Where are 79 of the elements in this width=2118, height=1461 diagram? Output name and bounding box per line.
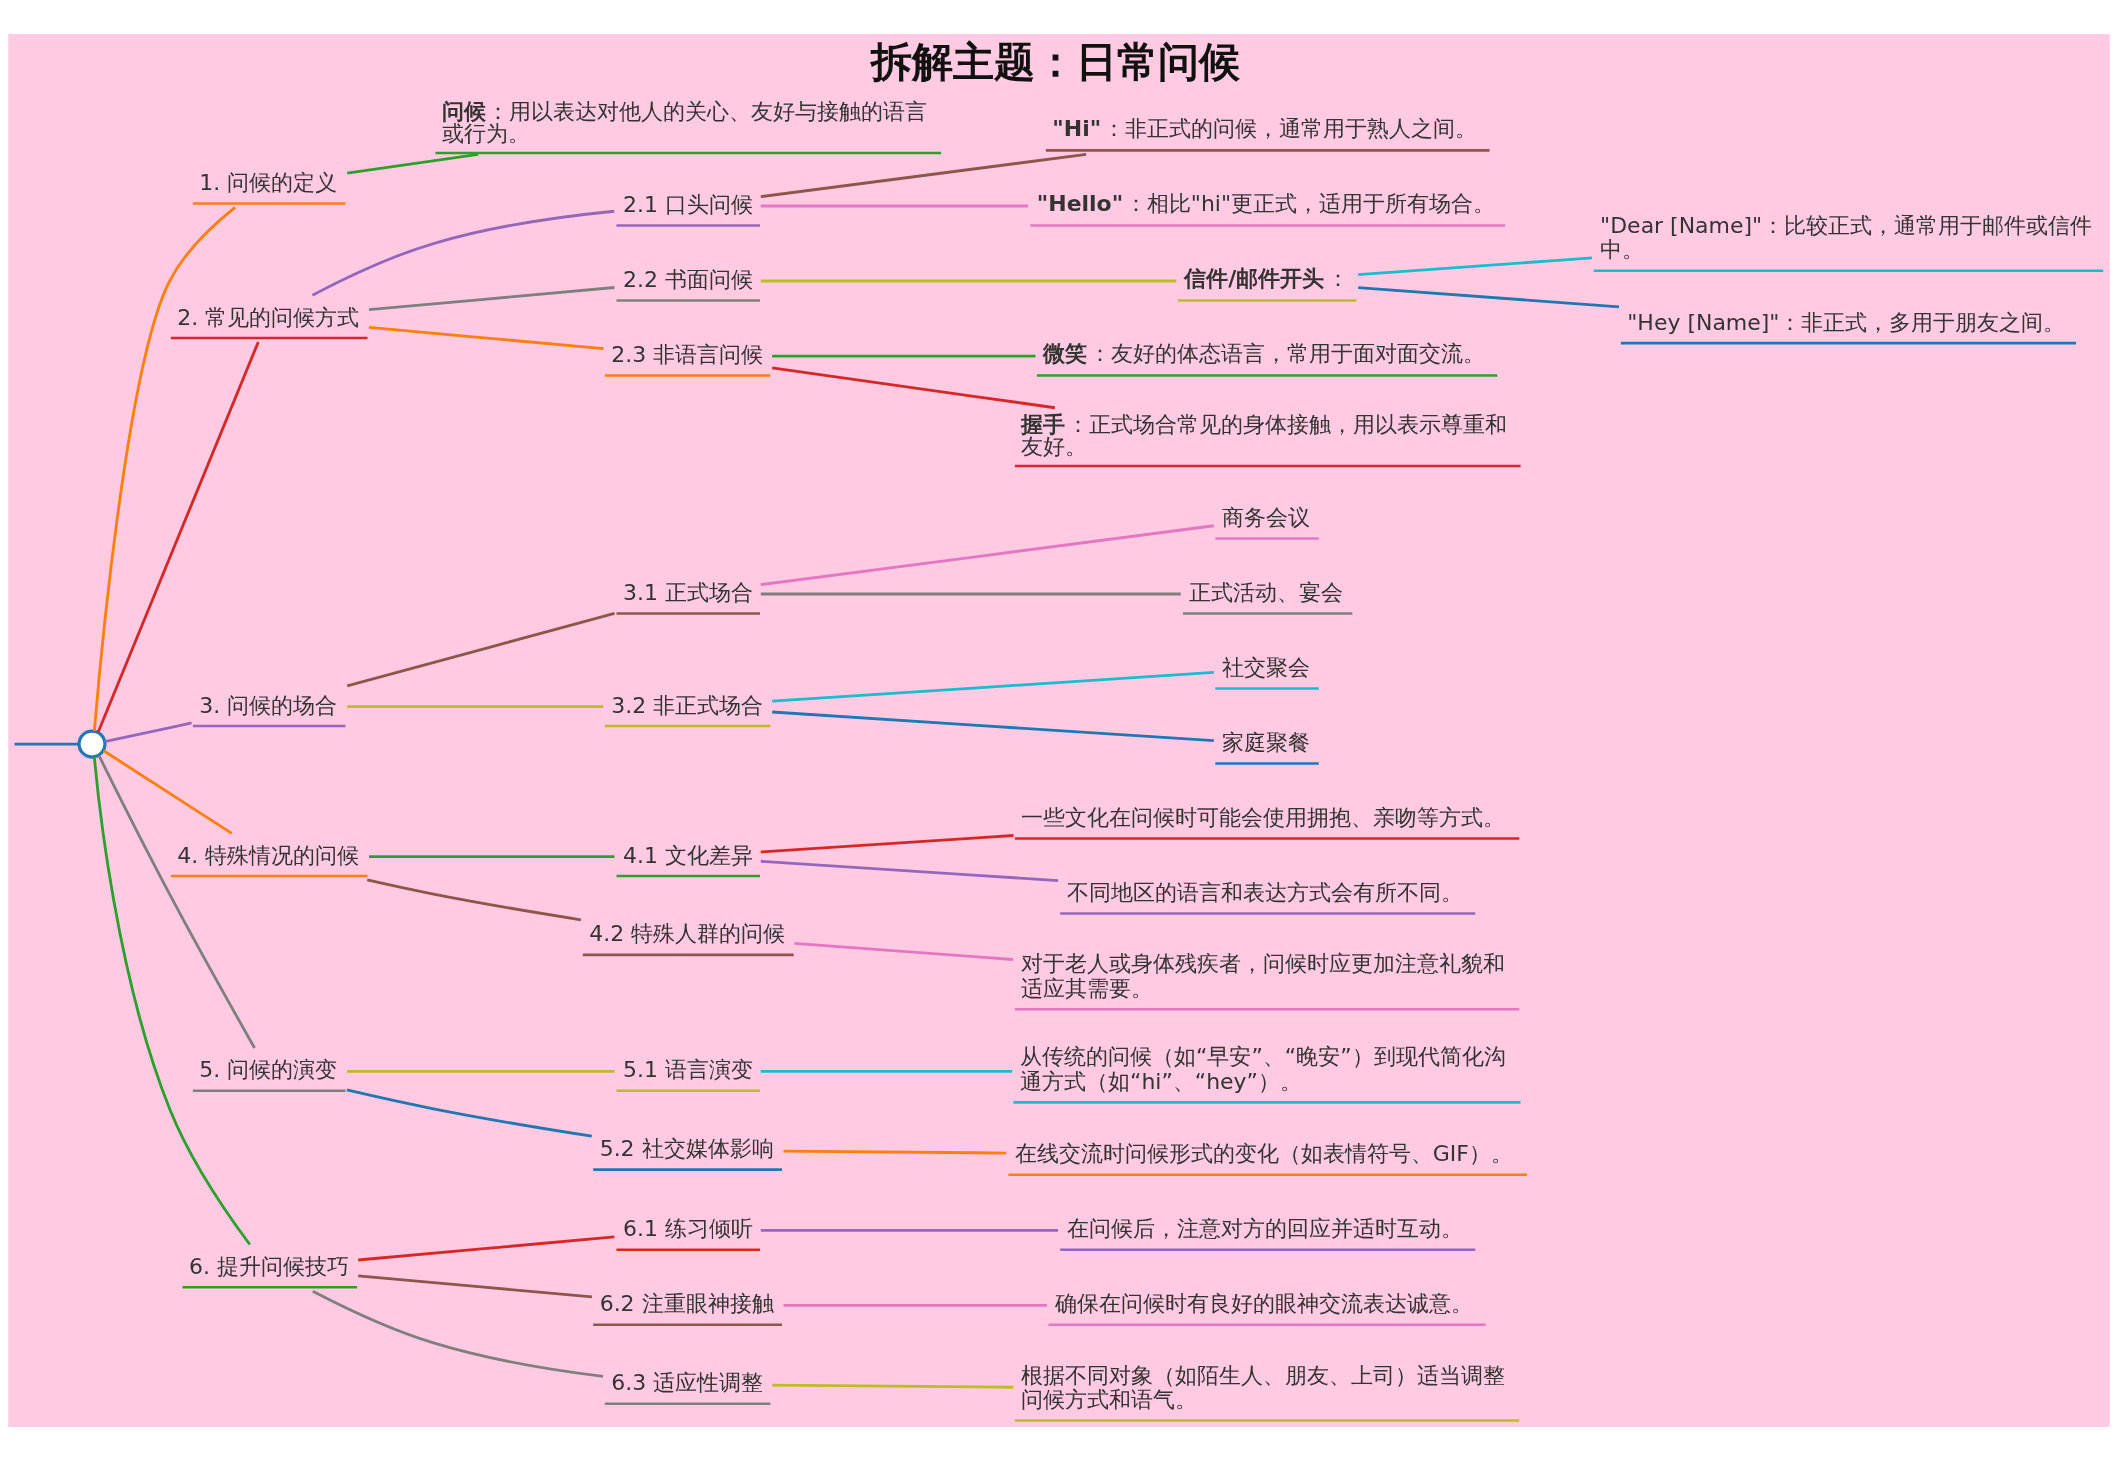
connector [358, 1235, 615, 1262]
node-text: 根据不同对象（如陌生人、朋友、上司）适当调整问候方式和语气。 [1021, 1362, 1506, 1413]
connector [102, 749, 233, 835]
node-circle [77, 729, 107, 759]
node-text: 2.3 非语言问候 [611, 342, 764, 368]
node-text: 商务会议 [1221, 504, 1310, 530]
connector [760, 1228, 1058, 1232]
connector [760, 1069, 1013, 1073]
connector [1358, 256, 1593, 277]
connector [104, 721, 192, 743]
connector [772, 671, 1214, 703]
node-text: 3. 问候的场合 [199, 692, 338, 718]
node-text: 社交聚会 [1221, 655, 1310, 681]
connector [311, 209, 615, 297]
connector [358, 1274, 592, 1299]
connector [760, 859, 1059, 883]
node-text: 正式活动、宴会 [1189, 580, 1344, 605]
connector [347, 152, 479, 175]
node-text: 不同地区的语言和表达方式会有所不同。 [1066, 880, 1463, 906]
node-text: 对于老人或身体残疾者，问候时应更加注意礼貌和适应其需要。 [1021, 951, 1506, 1001]
connector [347, 705, 604, 708]
connector [347, 1069, 615, 1073]
connector [368, 286, 615, 312]
node-text: 4.2 特殊人群的问候 [589, 921, 786, 947]
connector [97, 754, 256, 1049]
node-text: "Hi"：非正式的问候，通常用于熟人之间。 [1052, 115, 1477, 141]
connector [96, 341, 260, 733]
node-text: 问候：用以表达对他人的关心、友好与接触的语言或行为。 [441, 98, 928, 146]
node-text: 在线交流时问候形式的变化（如表情符号、GIF）。 [1014, 1141, 1513, 1167]
node-text: 4. 特殊情况的问候 [177, 842, 360, 868]
connector [772, 710, 1214, 743]
node-text: 微笑：友好的体态语言，常用于面对面交流。 [1043, 340, 1485, 366]
connector [771, 366, 1056, 410]
connector [760, 204, 1029, 208]
node-text: 2.2 书面问候 [622, 266, 753, 292]
node-text: 5. 问候的演变 [199, 1057, 338, 1083]
node-text: "Hello"：相比"hi"更正式，适用于所有场合。 [1036, 190, 1496, 216]
node-text: 6.1 练习倾听 [622, 1216, 753, 1242]
node-text: 2.1 口头问候 [622, 191, 753, 217]
connector [760, 279, 1177, 283]
connector [92, 756, 251, 1246]
connector [1358, 286, 1620, 309]
node-text: 一些文化在问候时可能会使用拥抱、亲吻等方式。 [1021, 805, 1506, 831]
node-text: 6.3 适应性调整 [611, 1370, 764, 1396]
connector [369, 855, 615, 859]
node-text: 5.1 语言演变 [622, 1057, 753, 1083]
connector [794, 941, 1014, 961]
node-text: 6. 提升问候技巧 [189, 1253, 349, 1279]
connector [92, 206, 237, 732]
connector [760, 152, 1087, 199]
node-text: 1. 问候的定义 [199, 169, 338, 195]
connector [772, 1383, 1014, 1389]
connector [312, 1289, 604, 1378]
diagram-title: 拆解主题：日常问候 [870, 38, 1240, 87]
connector [368, 326, 604, 350]
node-text: "Hey [Name]"：非正式，多用于朋友之间。 [1627, 309, 2066, 335]
node-text: 在问候后，注意对方的回应并适时互动。 [1066, 1216, 1463, 1242]
node-text: "Dear [Name]"：比较正式，通常用于邮件或信件中。 [1600, 212, 2093, 263]
node-text: 4.1 文化差异 [622, 842, 753, 868]
connector [346, 612, 615, 688]
connector [760, 592, 1181, 596]
node-text: 从传统的问候（如“早安”、“晚安”）到现代简化沟通方式（如“hi”、“hey”）。 [1020, 1044, 1506, 1094]
connector [366, 878, 582, 922]
node-text: 家庭聚餐 [1221, 730, 1310, 756]
node-text: 确保在问候时有良好的眼神交流表达诚意。 [1054, 1291, 1473, 1317]
node-text: 握手：正式场合常见的身体接触，用以表示尊重和友好。 [1021, 411, 1507, 459]
connector [346, 1088, 593, 1138]
node-text: 3.1 正式场合 [622, 580, 753, 605]
node-text: 6.2 注重眼神接触 [599, 1291, 774, 1317]
connector [783, 1149, 1007, 1155]
node-text: 3.2 非正式场合 [611, 692, 764, 718]
node-text: 信件/邮件开头： [1184, 265, 1349, 291]
node-text: 5.2 社交媒体影响 [599, 1136, 774, 1162]
connector [14, 742, 79, 746]
node-text: 2. 常见的问候方式 [177, 304, 360, 330]
connector [783, 1304, 1047, 1307]
connector [772, 354, 1036, 358]
connector [760, 524, 1215, 587]
connector [760, 834, 1014, 854]
